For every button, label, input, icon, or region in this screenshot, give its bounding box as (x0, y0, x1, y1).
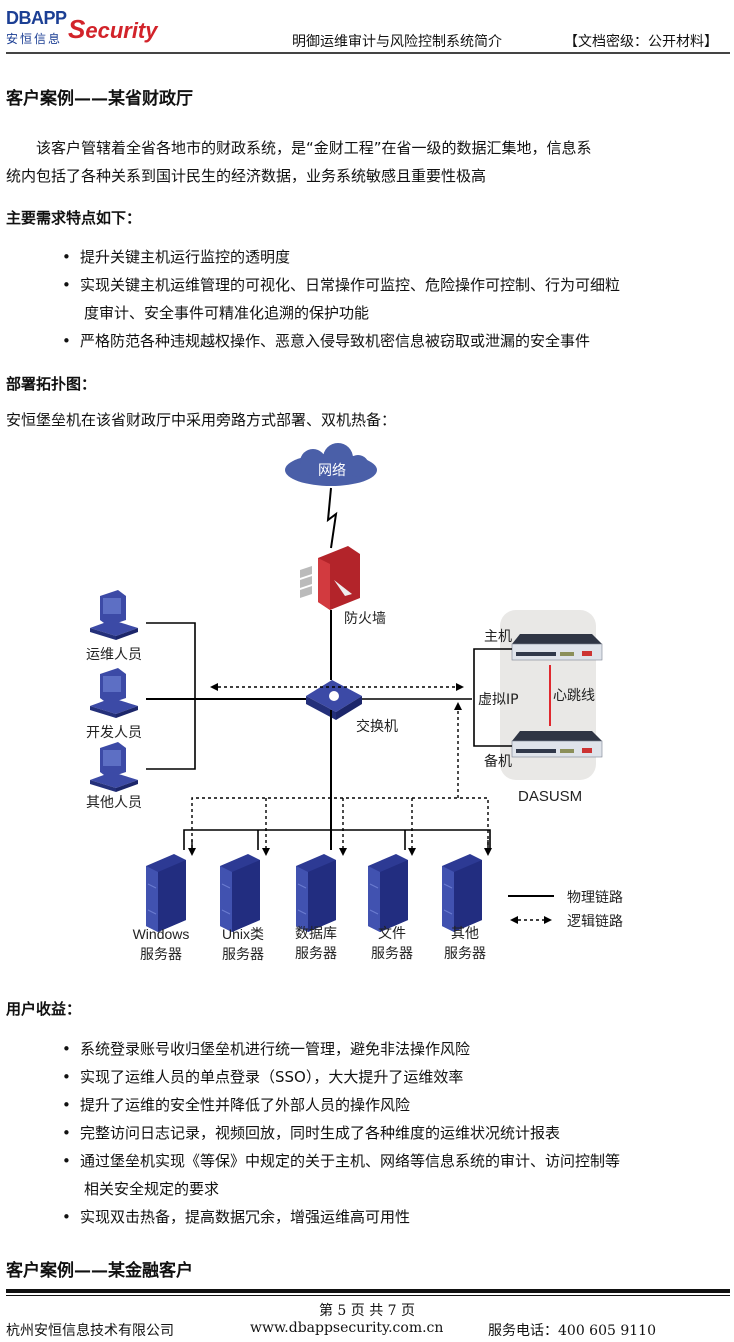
user-label-ops: 运维人员 (86, 647, 142, 663)
list-item: 实现了运维人员的单点登录（SSO），大大提升了运维效率 (62, 1063, 730, 1091)
server-label-database: 数据库服务器 (295, 926, 337, 962)
footer-company: 杭州安恒信息技术有限公司 (6, 1323, 174, 1339)
primary-label: 主机 (484, 629, 512, 645)
primary-appliance-icon (511, 633, 603, 661)
server-label-unix: Unix类服务器 (221, 926, 264, 963)
dev-pc-icon (90, 668, 138, 718)
ops-pc-icon (90, 590, 138, 640)
list-item: 严格防范各种违规越权操作、恶意入侵导致机密信息被窃取或泄漏的安全事件 (62, 327, 730, 355)
user-label-dev: 开发人员 (86, 725, 142, 741)
intro-line-2: 统内包括了各种关系到国计民生的经济数据，业务系统敏感且重要性极高 (6, 167, 487, 185)
topology-svg (90, 443, 603, 933)
requirements-list: 提升关键主机运行监控的透明度 实现关键主机运维管理的可视化、日常操作可监控、危险… (62, 243, 730, 355)
cluster-name: DASUSM (518, 788, 583, 805)
footer-website-link[interactable]: www.dbappsecurity.com.cn (250, 1320, 444, 1336)
list-item: 实现关键主机运维管理的可视化、日常操作可监控、危险操作可控制、行为可细粒度审计、… (62, 271, 730, 327)
server-label-other: 其他服务器 (444, 926, 486, 962)
backup-appliance-icon (511, 730, 603, 758)
legend-logical-label: 逻辑链路 (567, 914, 623, 930)
other-pc-icon (90, 742, 138, 792)
network-label: 网络 (318, 463, 346, 479)
wan-link-icon (326, 487, 338, 549)
legend-physical-label: 物理链路 (567, 890, 623, 906)
logo-script: Security (68, 14, 158, 44)
classification-label: 【文档密级：公开材料】 (564, 34, 718, 50)
benefits-list: 系统登录账号收归堡垒机进行统一管理，避免非法操作风险 实现了运维人员的单点登录（… (62, 1035, 730, 1231)
document-title: 明御运维审计与风险控制系统简介 (292, 34, 502, 50)
firewall-label: 防火墙 (344, 611, 386, 627)
backup-label: 备机 (484, 754, 512, 770)
topology-description: 安恒堡垒机在该省财政厅中采用旁路方式部署、双机热备： (6, 411, 397, 429)
windows-server-icon (145, 853, 187, 933)
intro-line-1: 该客户管辖着全省各地市的财政系统，是“金财工程”在省一级的数据汇集地，信息系 (36, 139, 592, 157)
unix-server-icon (219, 853, 261, 933)
header-divider (6, 52, 730, 54)
logo-chinese: 安恒信息 (6, 32, 63, 46)
topology-diagram: 网络 防火墙 交换机 运维人员 开发人员 其他人员 主机 备机 虚拟IP 心跳线… (0, 440, 734, 980)
case-title: 客户案例——某省财政厅 (6, 89, 193, 109)
requirements-heading: 主要需求特点如下： (6, 209, 142, 227)
user-label-other: 其他人员 (86, 795, 142, 811)
footer-divider-thick (6, 1289, 730, 1293)
case-intro: 该客户管辖着全省各地市的财政系统，是“金财工程”在省一级的数据汇集地，信息系 (6, 134, 730, 162)
list-item: 系统登录账号收归堡垒机进行统一管理，避免非法操作风险 (62, 1035, 730, 1063)
file-server-icon (367, 853, 409, 933)
database-server-icon (295, 853, 337, 933)
server-label-file: 文件服务器 (371, 926, 413, 962)
footer-phone: 服务电话：400 605 9110 (488, 1323, 656, 1339)
heartbeat-label: 心跳线 (553, 688, 595, 704)
case2-title: 客户案例——某金融客户 (6, 1261, 193, 1281)
other-server-icon (441, 853, 483, 933)
network-cloud-icon (285, 443, 377, 486)
list-item: 提升了运维的安全性并降低了外部人员的操作风险 (62, 1091, 730, 1119)
logo-text: DBAPP (6, 8, 67, 28)
page-number: 第 5 页 共 7 页 (318, 1303, 416, 1319)
firewall-icon (300, 546, 360, 610)
virtual-ip-label: 虚拟IP (478, 692, 519, 708)
case-intro-cont: 统内包括了各种关系到国计民生的经济数据，业务系统敏感且重要性极高 (6, 162, 730, 190)
list-item: 提升关键主机运行监控的透明度 (62, 243, 730, 271)
list-item: 完整访问日志记录，视频回放，同时生成了各种维度的运维状况统计报表 (62, 1119, 730, 1147)
switch-icon (306, 680, 362, 720)
topology-heading: 部署拓扑图： (6, 375, 97, 393)
list-item: 通过堡垒机实现《等保》中规定的关于主机、网络等信息系统的审计、访问控制等相关安全… (62, 1147, 730, 1203)
switch-label: 交换机 (356, 719, 398, 735)
list-item: 实现双击热备，提高数据冗余，增强运维高可用性 (62, 1203, 730, 1231)
company-logo: DBAPP Security 安恒信息 (6, 4, 158, 48)
benefits-heading: 用户收益： (6, 1000, 82, 1018)
footer-divider-thin (6, 1295, 730, 1296)
